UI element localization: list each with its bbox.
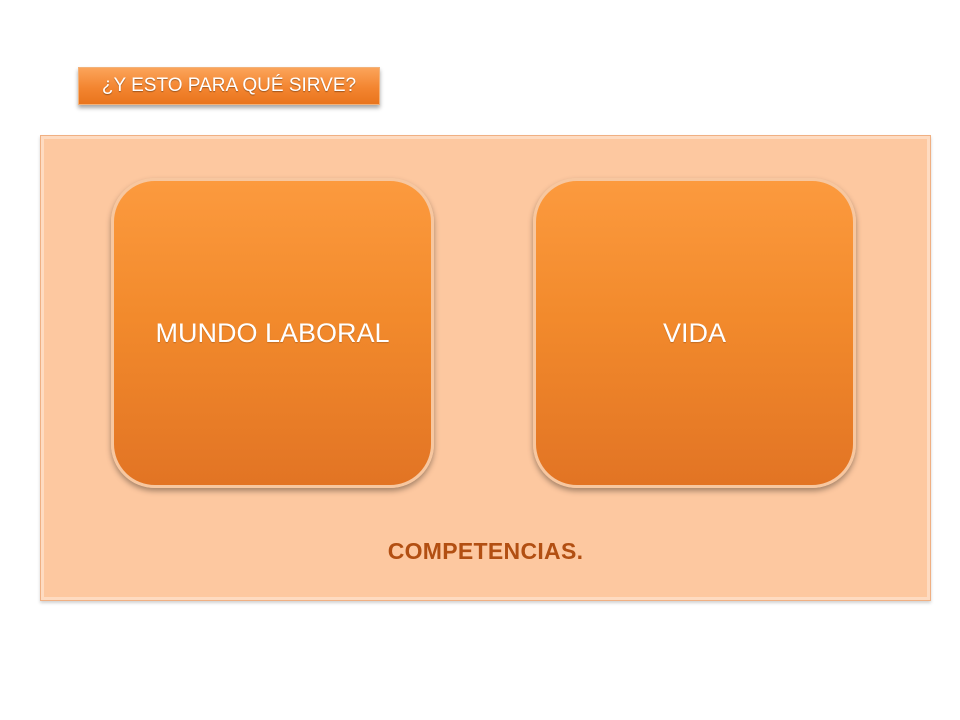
competencias-caption: COMPETENCIAS. bbox=[387, 538, 584, 564]
mundo-laboral-label: MUNDO LABORAL bbox=[155, 317, 390, 348]
competencias-panel: MUNDO LABORAL VIDA COMPETENCIAS. bbox=[40, 135, 931, 601]
slide-title: ¿Y ESTO PARA QUÉ SIRVE? bbox=[78, 67, 380, 105]
vida-box: VIDA bbox=[533, 178, 856, 488]
vida-label: VIDA bbox=[662, 317, 727, 348]
mundo-laboral-box: MUNDO LABORAL bbox=[111, 178, 434, 488]
